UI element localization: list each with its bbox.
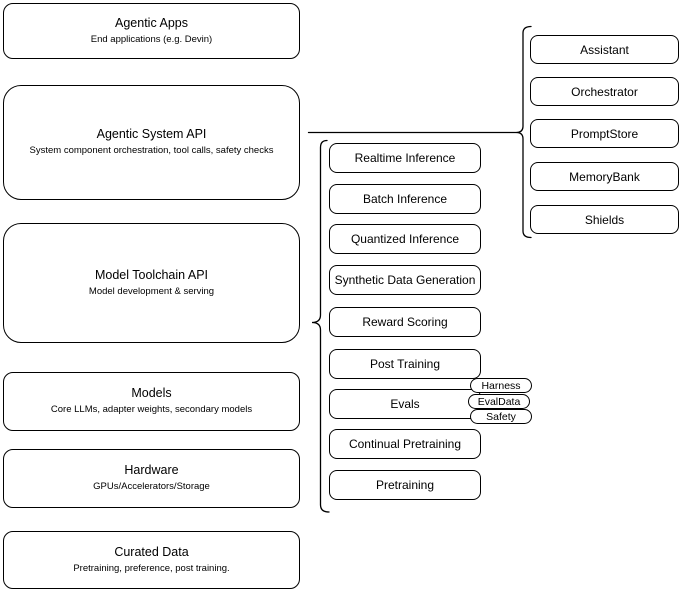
models-box: Models Core LLMs, adapter weights, secon…: [3, 372, 300, 431]
orchestrator-label: Orchestrator: [571, 84, 638, 99]
memorybank-box: MemoryBank: [530, 162, 679, 191]
evaldata-pill: EvalData: [468, 394, 530, 409]
safety-pill: Safety: [470, 409, 532, 424]
agentic-apps-subtitle: End applications (e.g. Devin): [90, 33, 213, 45]
batch-inference-box: Batch Inference: [329, 184, 481, 214]
model-toolchain-api-subtitle: Model development & serving: [88, 285, 215, 297]
post-training-box: Post Training: [329, 349, 481, 379]
hardware-subtitle: GPUs/Accelerators/Storage: [93, 481, 210, 493]
agentic-system-api-title: Agentic System API: [96, 127, 207, 142]
assistant-label: Assistant: [580, 42, 629, 57]
batch-inference-label: Batch Inference: [362, 192, 448, 206]
evals-label: Evals: [390, 397, 420, 411]
toolchain-brace: [311, 139, 330, 513]
assistant-box: Assistant: [530, 35, 679, 64]
shields-label: Shields: [584, 212, 625, 227]
harness-label: Harness: [481, 379, 521, 392]
agentic-apps-title: Agentic Apps: [115, 15, 188, 30]
realtime-inference-box: Realtime Inference: [329, 143, 481, 173]
model-toolchain-api-title: Model Toolchain API: [94, 267, 209, 282]
evaldata-label: EvalData: [477, 395, 521, 408]
shields-box: Shields: [530, 205, 679, 234]
model-toolchain-api-box: Model Toolchain API Model development & …: [3, 223, 300, 343]
agentic-apps-box: Agentic Apps End applications (e.g. Devi…: [3, 3, 300, 59]
hardware-title: Hardware: [124, 463, 179, 478]
hardware-box: Hardware GPUs/Accelerators/Storage: [3, 449, 300, 508]
quantized-inference-label: Quantized Inference: [350, 232, 460, 246]
synthetic-data-generation-box: Synthetic Data Generation: [329, 265, 481, 295]
continual-pretraining-label: Continual Pretraining: [348, 437, 462, 451]
safety-label: Safety: [486, 410, 516, 423]
agentic-system-api-box: Agentic System API System component orch…: [3, 85, 300, 200]
realtime-inference-label: Realtime Inference: [354, 151, 456, 165]
promptstore-box: PromptStore: [530, 119, 679, 148]
curated-data-box: Curated Data Pretraining, preference, po…: [3, 531, 300, 589]
curated-data-title: Curated Data: [114, 544, 189, 559]
quantized-inference-box: Quantized Inference: [329, 224, 481, 254]
memorybank-label: MemoryBank: [569, 169, 640, 184]
reward-scoring-label: Reward Scoring: [362, 315, 448, 329]
models-subtitle: Core LLMs, adapter weights, secondary mo…: [50, 404, 253, 416]
pretraining-label: Pretraining: [375, 478, 435, 492]
orchestrator-box: Orchestrator: [530, 77, 679, 106]
curated-data-subtitle: Pretraining, preference, post training.: [73, 562, 230, 574]
agentic-system-api-subtitle: System component orchestration, tool cal…: [29, 145, 274, 157]
pretraining-box: Pretraining: [329, 470, 481, 500]
evals-box: Evals: [329, 389, 481, 419]
synthetic-data-generation-label: Synthetic Data Generation: [334, 273, 476, 287]
promptstore-label: PromptStore: [570, 126, 639, 141]
post-training-label: Post Training: [369, 357, 441, 371]
reward-scoring-box: Reward Scoring: [329, 307, 481, 337]
models-title: Models: [131, 386, 172, 401]
harness-pill: Harness: [470, 378, 532, 393]
continual-pretraining-box: Continual Pretraining: [329, 429, 481, 459]
system-components-brace: [516, 25, 532, 239]
